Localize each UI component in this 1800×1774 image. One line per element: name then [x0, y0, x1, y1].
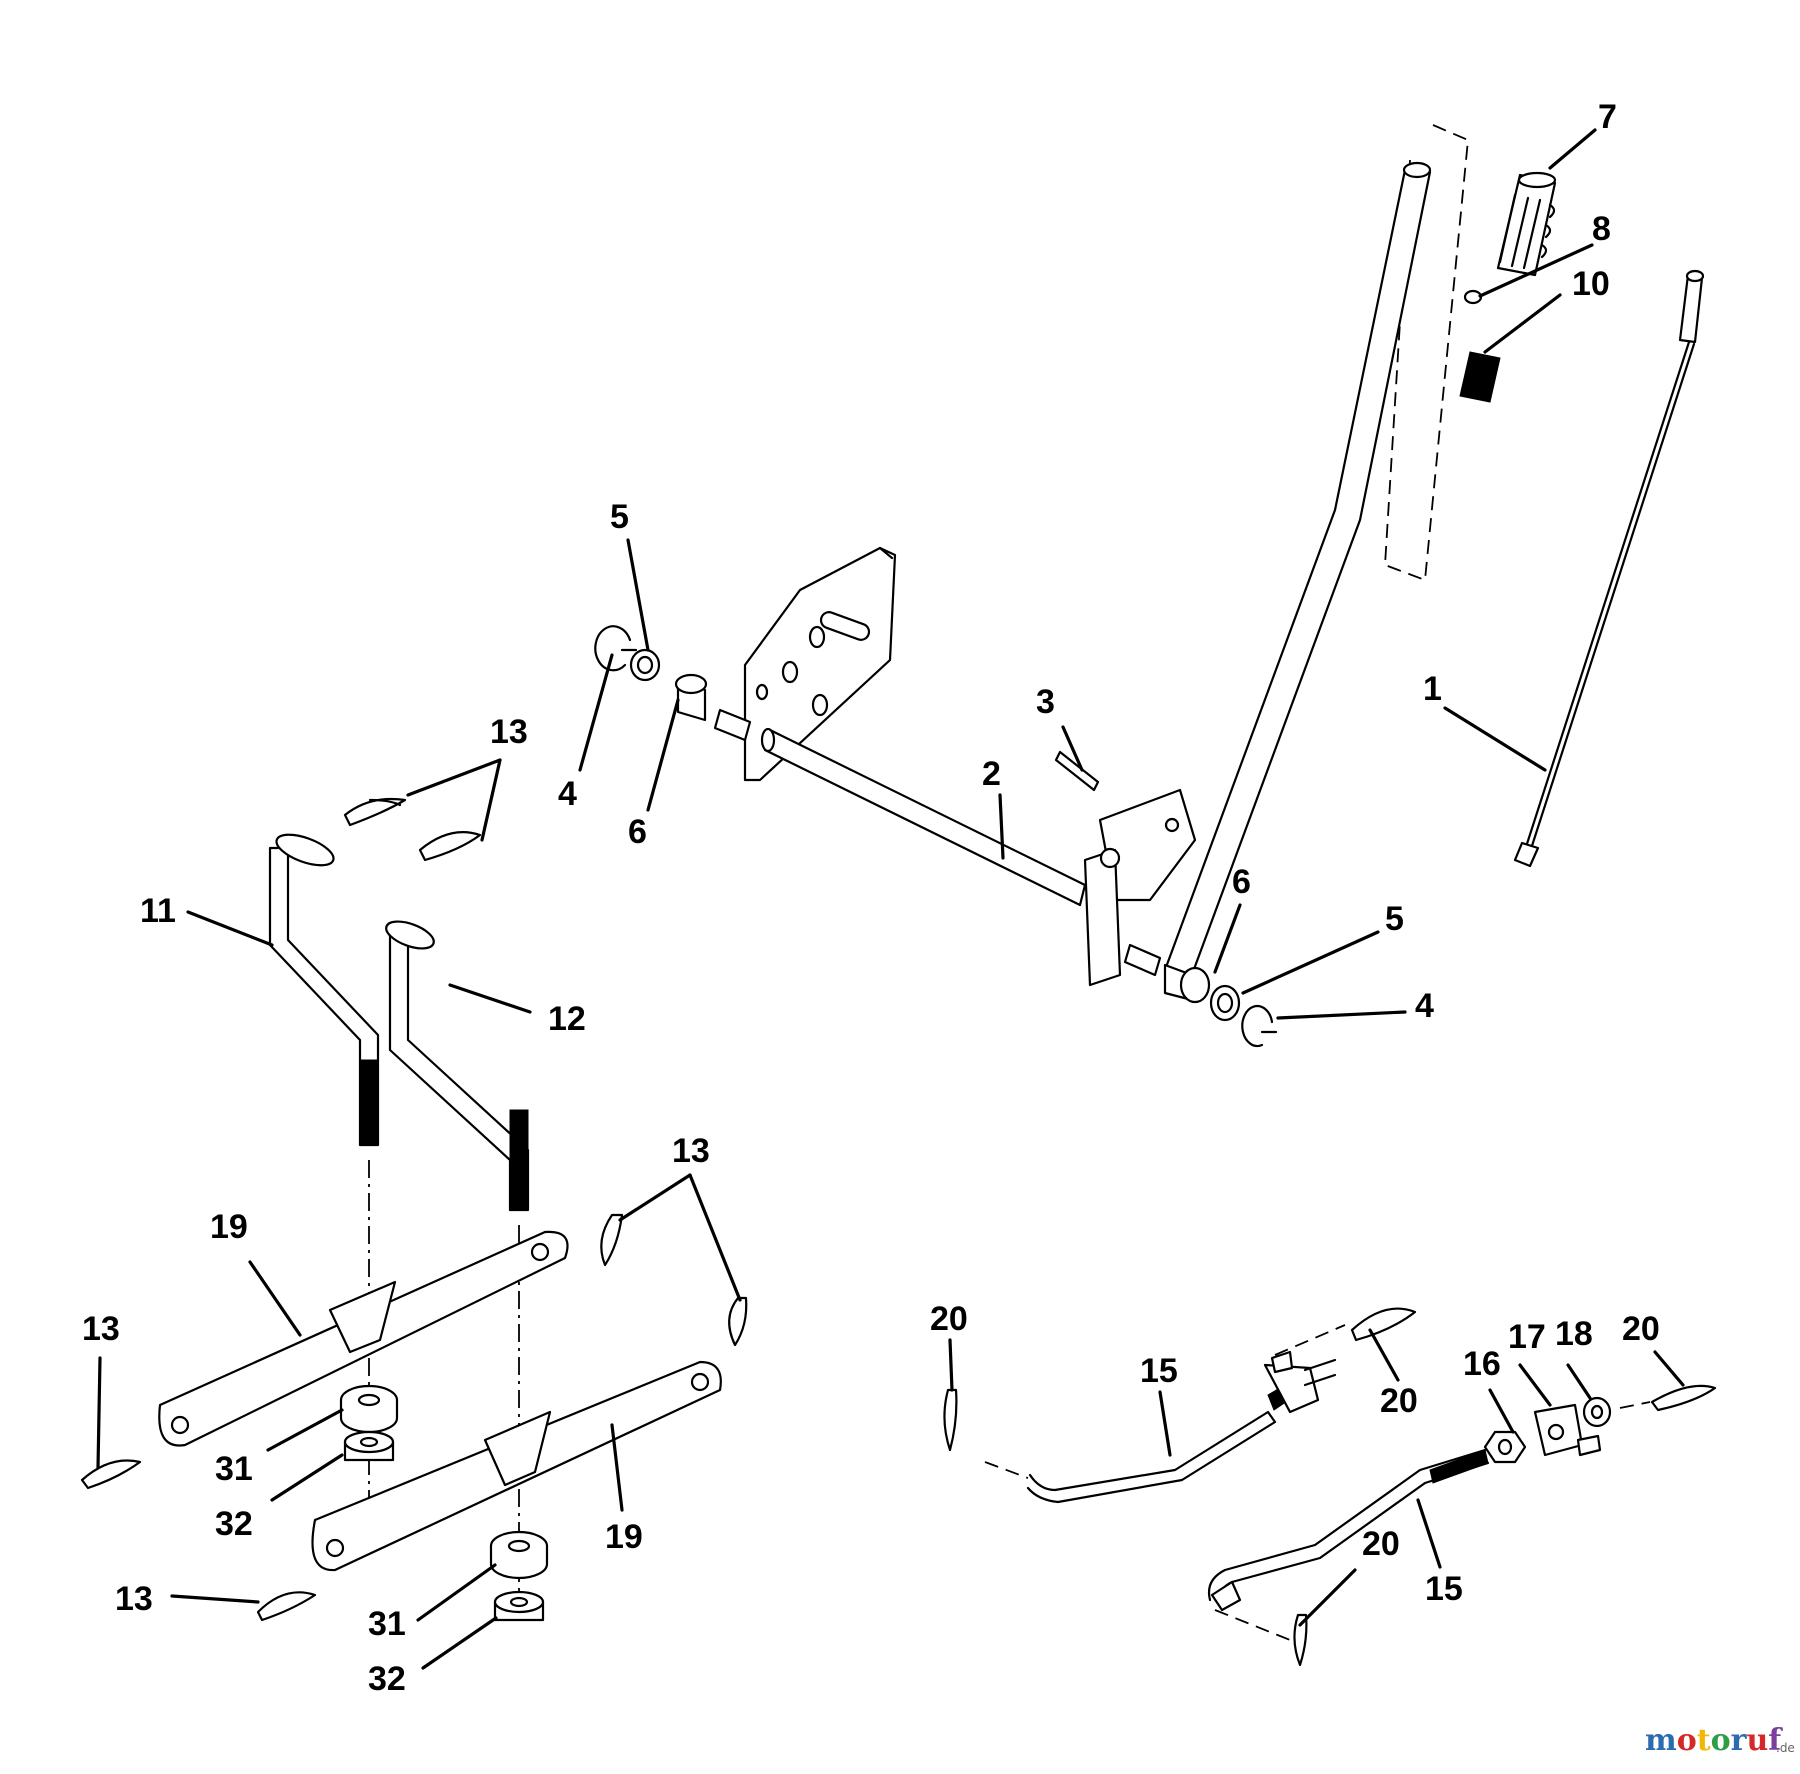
callout-19-lower: 19	[605, 1518, 643, 1556]
watermark-letter: u	[1746, 1723, 1768, 1758]
rod-dash-upper-b	[1274, 1324, 1346, 1356]
trunnion-17	[1533, 1403, 1602, 1457]
callout-19-upper: 19	[210, 1208, 248, 1246]
spacer-lower	[489, 1530, 549, 1580]
callout-6-right: 6	[1232, 863, 1251, 901]
lift-arm-lower	[311, 1360, 722, 1572]
watermark-letter: t	[1697, 1723, 1711, 1758]
callout-6-left: 6	[628, 813, 647, 851]
callout-4-right: 4	[1415, 987, 1434, 1025]
callout-31-lower: 31	[368, 1605, 406, 1643]
watermark-letter: f	[1768, 1723, 1783, 1758]
nut-lower	[493, 1590, 545, 1622]
rod-dash-upper	[984, 1461, 1029, 1479]
rod-dash-lower-c	[1619, 1401, 1651, 1409]
hairpin-20-bottom	[1293, 1613, 1308, 1667]
callout-3: 3	[1036, 683, 1055, 721]
rod-dash-lower	[1214, 1609, 1291, 1641]
callout-20-left: 20	[930, 1300, 968, 1338]
hairpin-20-left	[943, 1388, 958, 1452]
adjustment-rod-lower	[1207, 1448, 1490, 1612]
callout-20-bottom: 20	[1362, 1525, 1400, 1563]
watermark-logo: motoruf .de	[1645, 1723, 1795, 1758]
callout-10: 10	[1572, 265, 1610, 303]
grip-handle	[1496, 171, 1557, 277]
callout-32-lower: 32	[368, 1660, 406, 1698]
lift-rod	[1513, 269, 1705, 868]
callout-11: 11	[140, 892, 176, 930]
callout-2: 2	[982, 755, 1001, 793]
bushing-right	[1163, 963, 1211, 1004]
hairpin-clip-6	[256, 1591, 317, 1622]
callout-31-upper: 31	[215, 1450, 253, 1488]
hairpin-20-top	[1350, 1307, 1417, 1342]
e-clip-right	[1241, 1004, 1278, 1048]
callout-13-bottom: 13	[115, 1580, 153, 1618]
callout-13-mid: 13	[672, 1132, 710, 1170]
watermark-letter: o	[1677, 1723, 1697, 1758]
callout-13-left: 13	[82, 1310, 120, 1348]
callout-17: 17	[1508, 1318, 1546, 1356]
svg-text:motoruf: motoruf	[1645, 1723, 1783, 1758]
button-knob	[1463, 289, 1483, 305]
callout-7: 7	[1598, 98, 1617, 136]
callout-labels: 7 8 10 1 5 4 6 3 2 13 11 12 6 5 4 13 19 …	[82, 98, 1660, 1698]
lift-lever	[1083, 161, 1432, 987]
hairpin-clip-3	[600, 1213, 624, 1267]
washer-right-hole	[1216, 992, 1234, 1014]
leader-lines	[96, 128, 1685, 1670]
hairpin-clip-4	[728, 1296, 748, 1347]
spacer-upper	[339, 1384, 399, 1434]
callout-12: 12	[548, 1000, 586, 1038]
callout-16: 16	[1463, 1345, 1501, 1383]
hex-nut-16	[1483, 1430, 1527, 1464]
callout-20-top: 20	[1380, 1382, 1418, 1420]
watermark-letter: o	[1711, 1723, 1731, 1758]
hairpin-20-right	[1650, 1384, 1717, 1412]
watermark-letter: r	[1731, 1723, 1748, 1758]
hairpin-clip-1	[343, 797, 407, 827]
cross-shaft	[713, 708, 1162, 977]
lift-link-right	[385, 920, 530, 1212]
callout-5-right: 5	[1385, 900, 1404, 938]
callout-15-upper: 15	[1140, 1352, 1178, 1390]
washer-left-hole	[636, 655, 654, 675]
hairpin-clip-2	[418, 831, 482, 862]
mounting-plate	[743, 546, 897, 782]
callout-13-top: 13	[490, 713, 528, 751]
svg-text:.de: .de	[1776, 1741, 1795, 1755]
callout-32-upper: 32	[215, 1505, 253, 1543]
lift-link-left	[268, 833, 380, 1147]
callout-20-right: 20	[1622, 1310, 1660, 1348]
lift-arm-upper	[158, 1230, 569, 1447]
adjustment-rod-upper	[1026, 1350, 1337, 1504]
callout-4-left: 4	[558, 775, 577, 813]
callout-18: 18	[1555, 1315, 1593, 1353]
handle-phantom-outline	[1384, 124, 1469, 582]
roll-pin	[1054, 750, 1100, 792]
hairpin-clip-5	[80, 1459, 142, 1490]
e-clip-left	[594, 625, 638, 672]
watermark-letter: m	[1645, 1723, 1677, 1758]
callout-15-lower: 15	[1425, 1570, 1463, 1608]
callout-1: 1	[1423, 670, 1442, 708]
callout-8: 8	[1592, 210, 1611, 248]
callout-5-left: 5	[610, 498, 629, 536]
nut-upper	[343, 1430, 395, 1462]
nut-18	[1582, 1396, 1612, 1428]
compression-spring	[1459, 351, 1501, 403]
bushing-left	[674, 673, 708, 722]
